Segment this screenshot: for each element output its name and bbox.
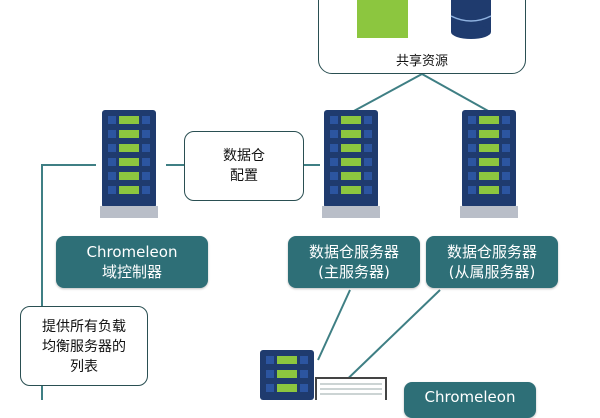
primary-server-line1: 数据仓服务器 (308, 243, 399, 261)
link-shared-to-secondary (421, 73, 491, 113)
client-label-line1: Chromeleon (424, 388, 516, 406)
secondary-server-label: 数据仓服务器 (从属服务器) (426, 236, 558, 288)
datavault-config-line1: 数据仓 (223, 148, 265, 164)
load-balancer-note: 提供所有负载 均衡服务器的 列表 (20, 306, 148, 386)
datavault-config-note: 数据仓 配置 (184, 131, 304, 201)
primary-server-line2: (主服务器) (318, 263, 390, 281)
load-balancer-line3: 列表 (70, 359, 98, 375)
domain-controller-line1: Chromeleon (86, 243, 178, 261)
secondary-server-icon (460, 110, 518, 218)
database-icon (450, 0, 492, 39)
link-shared-to-primary (351, 73, 423, 113)
load-balancer-line1: 提供所有负载 (42, 319, 126, 335)
shared-resources-label: 共享资源 (395, 54, 448, 69)
client-label: Chromeleon (404, 382, 536, 418)
client-workstation-icon (260, 350, 387, 400)
primary-server-label: 数据仓服务器 (主服务器) (288, 236, 420, 288)
datavault-config-line2: 配置 (230, 168, 258, 184)
primary-server-icon (322, 110, 380, 218)
domain-controller-line2: 域控制器 (101, 263, 162, 281)
shared-resources-box (318, 0, 526, 74)
secondary-server-line1: 数据仓服务器 (446, 243, 537, 261)
load-balancer-line2: 均衡服务器的 (42, 339, 126, 355)
file-storage-icon (357, 0, 408, 38)
domain-controller-label: Chromeleon 域控制器 (56, 236, 208, 288)
link-primary-to-client (317, 289, 351, 361)
domain-controller-server-icon (100, 110, 158, 218)
link-secondary-to-client (333, 289, 441, 393)
secondary-server-line2: (从属服务器) (448, 263, 536, 281)
